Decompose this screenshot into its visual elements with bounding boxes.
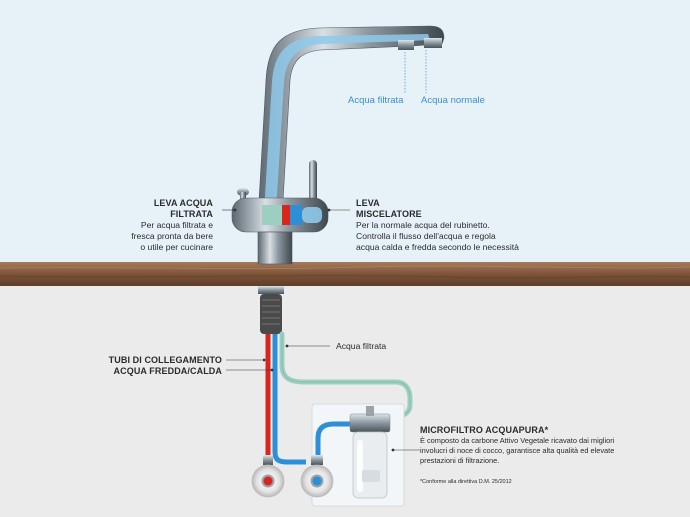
faucet [231, 25, 445, 265]
connection-pipes-line-1: TUBI DI COLLEGAMENTO [108, 355, 222, 365]
mixer-lever-title-2: MISCELATORE [356, 209, 422, 219]
filtered-lever-title-1: LEVA ACQUA [153, 198, 213, 208]
filtered-lever-desc-1: Per acqua filtrata e [140, 220, 213, 230]
filtered-lever-desc-2: fresca pronta da bere [131, 231, 213, 241]
connection-pipes-line-2: ACQUA FREDDA/CALDA [113, 366, 222, 376]
cold-water-pipe [272, 334, 306, 465]
mixer-lever-desc-1: Per la normale acqua del rubinetto. [356, 220, 490, 230]
outlet-label-filtered: Acqua filtrata [348, 95, 404, 106]
mixer-lever-desc-2: Controlla il flusso dell'acqua e regola [356, 231, 496, 241]
connection-pipes-label: TUBI DI COLLEGAMENTO ACQUA FREDDA/CALDA [80, 355, 222, 377]
microfilter-desc-2: involucri di noce di cocco, garantisce a… [420, 446, 615, 455]
mixer-lever-desc-3: acqua calda e fredda secondo le necessit… [356, 242, 519, 252]
mixer-lever-title-1: LEVA [356, 198, 380, 208]
filtered-lever-title-2: FILTRATA [170, 209, 213, 219]
microfilter-label: MICROFILTRO ACQUAPURA* È composto da car… [420, 425, 670, 486]
filtered-pipe-label: Acqua filtrata [336, 341, 387, 351]
microfilter-footnote: *Conforme alla direttiva D.M. 25/2012 [420, 479, 512, 485]
filter-head [349, 413, 391, 433]
filtered-lever-label: LEVA ACQUA FILTRATA Per acqua filtrata e… [110, 198, 213, 253]
countertop [0, 262, 690, 286]
microfilter-desc-3: prestazioni di filtrazione. [420, 456, 500, 465]
microfilter-title: MICROFILTRO ACQUAPURA* [420, 425, 549, 435]
faucet-base [257, 231, 293, 265]
hot-water-valve [251, 455, 285, 498]
cold-water-valve [300, 455, 334, 498]
filtered-lever-desc-3: o utile per cucinare [140, 242, 213, 252]
microfilter-desc-1: È composto da carbone Attivo Vegetale ri… [420, 436, 615, 445]
cold-feed-to-filter [315, 421, 350, 462]
plumbing [251, 286, 420, 507]
outlet-label-normal: Acqua normale [421, 95, 485, 106]
mixer-lever-label: LEVA MISCELATORE Per la normale acqua de… [356, 198, 556, 253]
